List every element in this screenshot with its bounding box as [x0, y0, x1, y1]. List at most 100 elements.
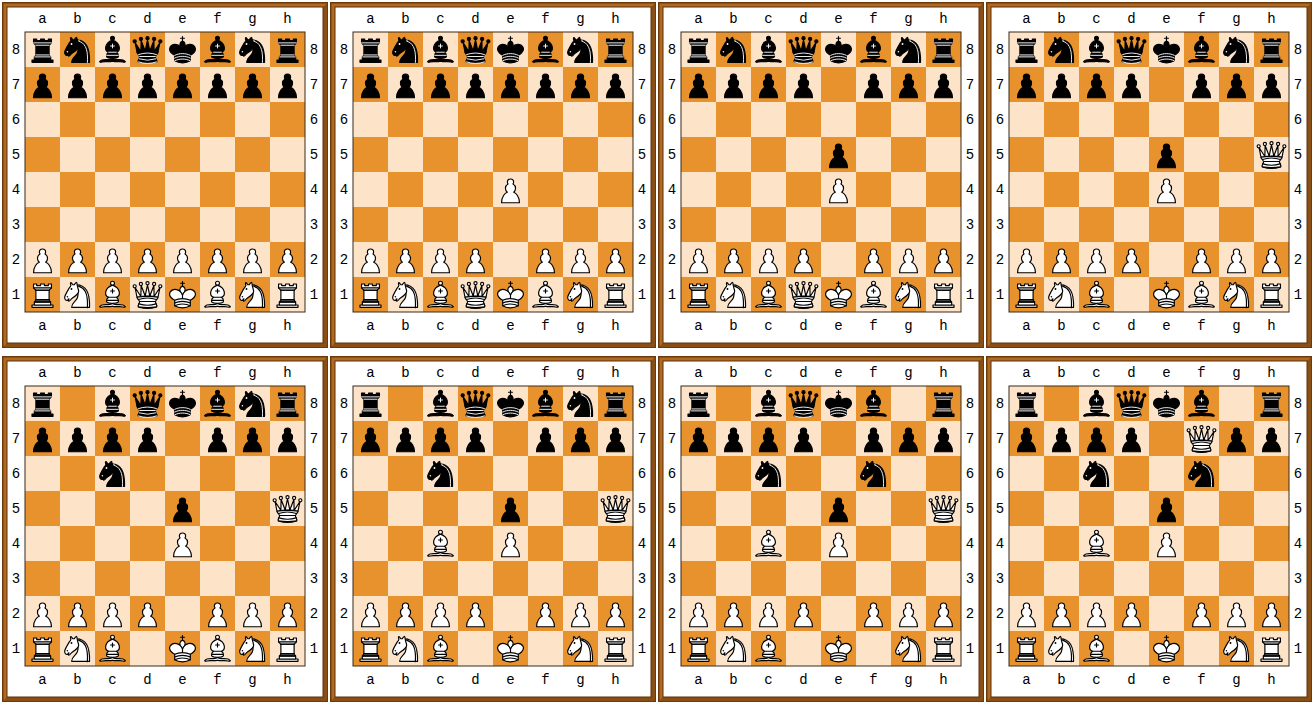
board-square — [1254, 67, 1289, 102]
piece-body — [100, 303, 126, 307]
file-letter: a — [694, 318, 702, 334]
chess-piece — [467, 249, 485, 273]
piece-body — [465, 405, 486, 416]
rank-number: 6 — [638, 112, 646, 128]
piece-body — [393, 282, 407, 301]
board-square — [493, 277, 528, 312]
piece-body — [393, 37, 407, 56]
piece-body — [111, 635, 115, 639]
board-square — [270, 631, 305, 666]
chess-piece — [1123, 249, 1141, 273]
piece-detail — [691, 410, 707, 411]
piece-body — [146, 282, 149, 285]
panel-ground — [663, 361, 979, 697]
board-panel — [2, 2, 328, 348]
chess-piece — [360, 638, 381, 661]
piece-body — [795, 428, 813, 452]
board-square — [95, 386, 130, 421]
board-square — [493, 631, 528, 666]
piece-body — [607, 57, 623, 60]
piece-body — [1084, 461, 1098, 480]
piece-body — [139, 603, 157, 627]
piece-body — [1154, 289, 1180, 307]
board-square — [1149, 207, 1184, 242]
piece-body — [1195, 40, 1209, 58]
piece-detail — [763, 409, 775, 410]
chess-piece — [1193, 603, 1211, 627]
piece-body — [865, 603, 883, 627]
chess-piece — [360, 39, 381, 62]
chess-piece — [725, 249, 743, 273]
piece-detail — [279, 641, 297, 642]
board-square — [891, 32, 926, 67]
board-square — [130, 137, 165, 172]
board-square — [1009, 102, 1044, 137]
chess-piece — [572, 249, 590, 273]
panel-frame-shade — [988, 4, 1311, 347]
piece-detail — [1265, 644, 1278, 645]
piece-body — [69, 74, 87, 98]
piece-body — [467, 249, 485, 273]
piece-body — [135, 40, 160, 52]
chess-piece — [1189, 461, 1214, 486]
chess-piece — [568, 37, 593, 62]
board-square — [1254, 526, 1289, 561]
piece-detail — [767, 644, 771, 645]
piece-detail — [407, 639, 416, 662]
board-square — [493, 491, 528, 526]
piece-detail — [1264, 56, 1280, 57]
board-outline — [1009, 32, 1289, 312]
board-square — [130, 207, 165, 242]
board-square — [235, 421, 270, 456]
chess-piece — [461, 391, 490, 418]
piece-body — [509, 636, 513, 640]
piece-detail — [870, 52, 878, 53]
piece-detail — [935, 521, 953, 523]
piece-body — [935, 496, 938, 499]
piece-body — [809, 37, 812, 40]
board-square — [856, 491, 891, 526]
chess-piece — [397, 249, 415, 273]
piece-body — [865, 249, 883, 273]
chess-piece — [1261, 39, 1282, 62]
board-square — [95, 207, 130, 242]
board-square — [528, 137, 563, 172]
piece-body — [502, 179, 520, 203]
chess-piece — [760, 249, 778, 273]
file-letter: b — [73, 318, 81, 334]
panel-frame — [2, 356, 328, 702]
rank-number: 4 — [310, 182, 318, 198]
piece-detail — [1159, 304, 1175, 306]
board-square — [598, 491, 633, 526]
rank-number: 1 — [966, 287, 974, 303]
piece-body — [1090, 534, 1104, 552]
chess-piece — [1189, 36, 1215, 62]
board-square — [60, 491, 95, 526]
piece-body — [1261, 156, 1282, 167]
piece-detail — [364, 290, 377, 291]
chess-piece — [397, 428, 415, 452]
chess-piece — [467, 428, 485, 452]
piece-body — [159, 285, 162, 288]
chess-piece — [362, 603, 380, 627]
board-square — [821, 631, 856, 666]
piece-body — [568, 37, 582, 56]
board-square — [353, 526, 388, 561]
piece-body — [428, 552, 454, 556]
piece-detail — [395, 296, 397, 298]
piece-detail — [246, 288, 248, 290]
board-square — [25, 32, 60, 67]
chess-piece — [760, 603, 778, 627]
chess-piece — [209, 603, 227, 627]
piece-body — [461, 40, 464, 43]
board-square — [200, 561, 235, 596]
piece-body — [69, 249, 87, 273]
piece-detail — [281, 290, 294, 291]
piece-body — [146, 37, 149, 40]
piece-detail — [35, 56, 51, 57]
board-square — [716, 386, 751, 421]
piece-body — [133, 285, 136, 288]
piece-detail — [242, 405, 244, 407]
piece-detail — [1265, 408, 1278, 409]
piece-body — [279, 249, 297, 273]
